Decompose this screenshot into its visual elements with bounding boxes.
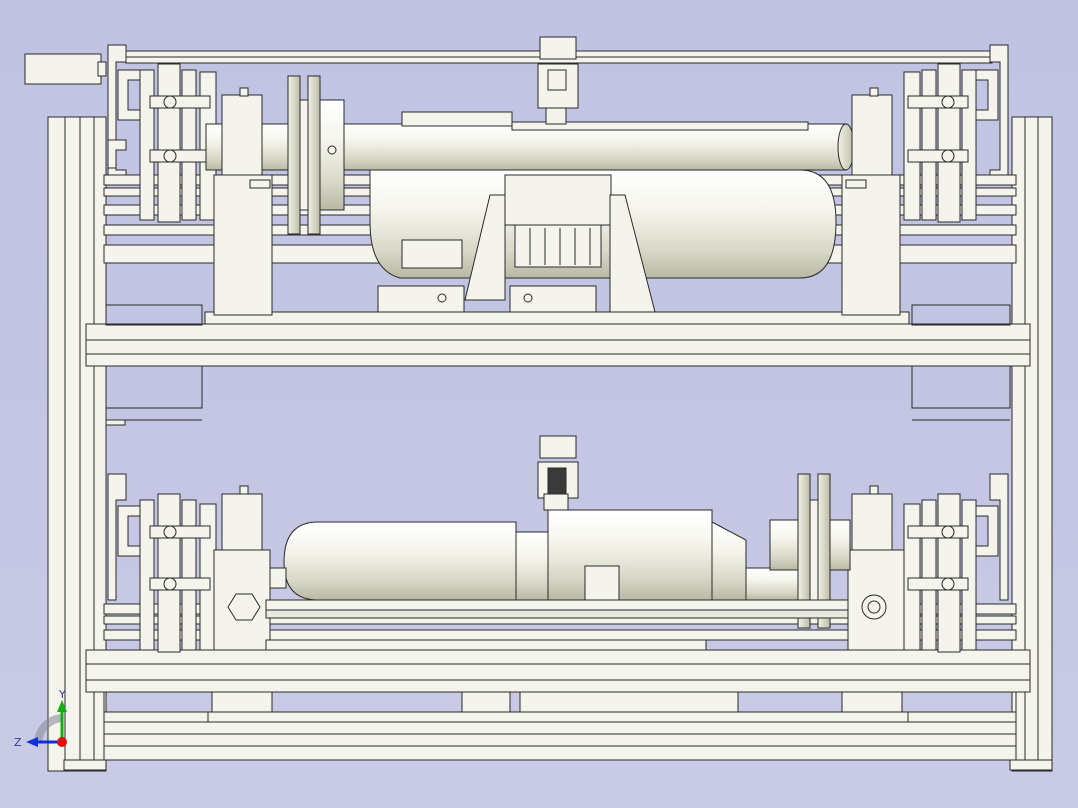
left-frame-post[interactable] bbox=[47, 116, 107, 772]
lower-left-bracket[interactable] bbox=[105, 419, 141, 601]
lower-left-bearing-block[interactable] bbox=[213, 485, 271, 651]
upper-deck[interactable] bbox=[85, 304, 1031, 409]
upper-left-bearing-block[interactable] bbox=[213, 87, 273, 316]
lower-motor[interactable] bbox=[269, 509, 807, 601]
upper-left-bracket[interactable] bbox=[107, 44, 141, 176]
lower-right-bracket[interactable] bbox=[975, 473, 1009, 601]
z-axis-label: Z bbox=[14, 736, 22, 749]
lower-right-sprocket-set[interactable] bbox=[903, 493, 977, 653]
axis-triad: Z Y bbox=[14, 688, 67, 749]
upper-motor-mount[interactable] bbox=[377, 194, 656, 313]
lower-carriage-plate[interactable] bbox=[265, 599, 849, 651]
corner-sensor-box[interactable] bbox=[24, 53, 107, 85]
lower-tension-clamp[interactable] bbox=[537, 435, 579, 511]
y-axis-arrow-icon bbox=[57, 700, 67, 712]
upper-right-bearing-block[interactable] bbox=[841, 87, 901, 316]
lower-rail-stack[interactable] bbox=[85, 603, 1031, 761]
assembly-model[interactable] bbox=[24, 36, 1053, 772]
lower-base-blocks[interactable] bbox=[207, 691, 909, 723]
lower-v-belt-pulley[interactable] bbox=[797, 473, 831, 629]
x-axis-icon bbox=[57, 737, 67, 747]
upper-right-sprocket-set[interactable] bbox=[903, 63, 977, 223]
y-axis-label: Y bbox=[58, 688, 66, 701]
upper-left-sprocket-set[interactable] bbox=[139, 63, 217, 223]
lower-left-sprocket-set[interactable] bbox=[139, 493, 217, 653]
z-axis-arrow-icon bbox=[26, 737, 38, 747]
upper-tension-clamp[interactable] bbox=[537, 36, 579, 125]
lower-right-bearing-block[interactable] bbox=[847, 485, 905, 651]
upper-right-bracket[interactable] bbox=[975, 44, 1009, 176]
upper-v-belt-pulley[interactable] bbox=[287, 75, 345, 235]
